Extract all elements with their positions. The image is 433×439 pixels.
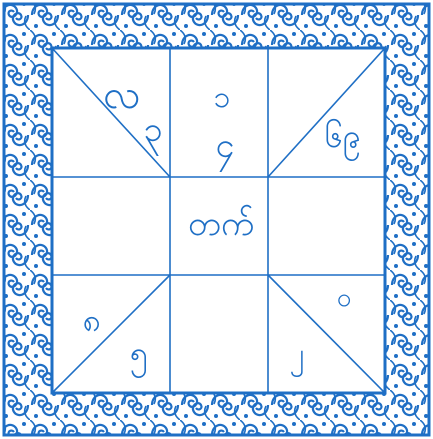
- cell-bottom-left-lower: ၅: [130, 337, 148, 369]
- cell-top-right: ၆၉: [325, 120, 361, 152]
- cell-top-center-lower: ၄: [215, 129, 234, 163]
- cell-top-center-upper: ၁: [214, 83, 231, 113]
- cell-bottom-right-upper: ၀: [337, 285, 352, 311]
- cell-bottom-left-upper: ၈: [83, 304, 101, 336]
- cell-top-left-upper: လ: [103, 75, 141, 115]
- cell-top-left-lower: ၃: [143, 113, 162, 147]
- cell-bottom-right-lower: ၂: [290, 340, 305, 370]
- cell-center: တက်: [188, 207, 254, 241]
